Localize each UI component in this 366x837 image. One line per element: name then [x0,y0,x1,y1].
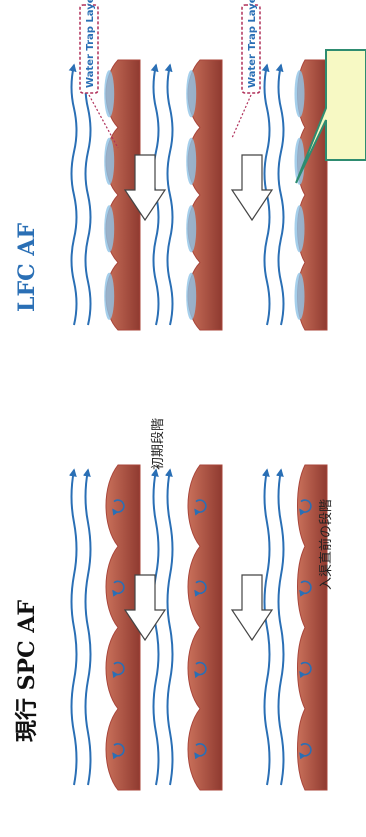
water-trap-layer [186,138,196,185]
hull-panel [265,465,328,790]
water-trap-layer [295,273,305,320]
flow-arrow-icon [279,470,284,785]
water-trap-layer [186,205,196,252]
hull-surface [188,465,222,790]
water-trap-layer [186,70,196,117]
flow-arrow-icon [265,470,270,785]
pre-stage-label: 入渠直前の段階 [318,499,334,590]
flow-arrow-icon [168,65,173,325]
panels-group [72,60,328,790]
water-trap-label-top: Water Trap Layer [85,0,96,88]
initial-stage-label: 初期段階 [151,418,166,470]
water-trap-layer [104,205,114,252]
water-trap-box-bottom: Water Trap Layer [232,0,260,138]
flow-arrow-icon [86,470,91,785]
water-trap-layer [295,70,305,117]
flow-arrow-icon [168,470,173,785]
hull-panel [154,60,223,330]
hull-panel [154,465,223,790]
water-trap-layer [104,70,114,117]
water-trap-layer [295,205,305,252]
water-trap-layer [186,273,196,320]
flow-arrow-icon [86,65,91,325]
lfc-title: LFC AF [14,223,40,312]
flow-arrow-icon [72,65,77,325]
flow-arrow-icon [72,470,77,785]
hull-panel [265,60,328,330]
water-trap-label-bottom: Water Trap Layer [247,0,258,88]
water-trap-layer [104,138,114,185]
current-title: 現行 SPC AF [14,600,40,742]
hull-surface [106,465,140,790]
hull-panel [72,465,141,790]
water-trap-layer [104,273,114,320]
flow-arrow-icon [279,65,284,325]
flow-arrow-icon [154,470,159,785]
